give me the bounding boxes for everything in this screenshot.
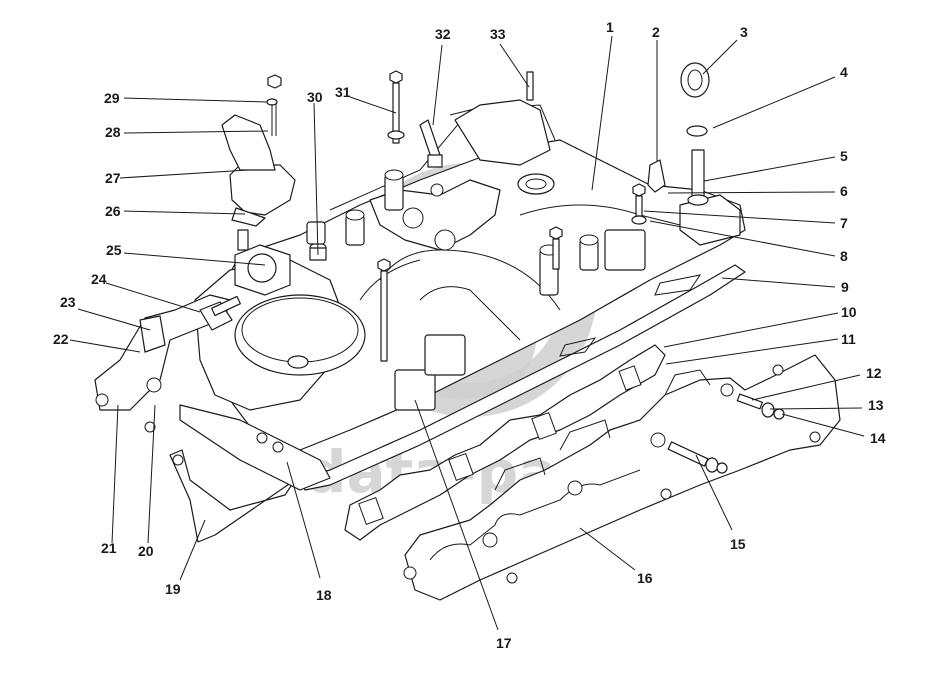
intake-manifold[interactable] xyxy=(214,99,746,451)
callout-3[interactable]: 3 xyxy=(740,24,748,40)
callout-33[interactable]: 33 xyxy=(490,26,506,42)
callout-14[interactable]: 14 xyxy=(870,430,886,446)
callout-2[interactable]: 2 xyxy=(652,24,660,40)
thermostat-assembly[interactable] xyxy=(221,74,296,296)
callout-30[interactable]: 30 xyxy=(307,89,323,105)
outlet-gasket xyxy=(231,207,266,227)
callout-12[interactable]: 12 xyxy=(866,365,882,381)
callout-28[interactable]: 28 xyxy=(105,124,121,140)
callout-27[interactable]: 27 xyxy=(105,170,121,186)
callout-labels: 1 2 3 4 5 6 7 8 9 10 11 12 13 14 15 16 1… xyxy=(53,19,886,651)
water-outlet-elbow xyxy=(229,164,296,216)
manifold-base-plate[interactable] xyxy=(179,404,331,491)
callout-8[interactable]: 8 xyxy=(840,248,848,264)
callout-4[interactable]: 4 xyxy=(840,64,848,80)
intake-gasket[interactable] xyxy=(299,264,746,491)
callout-7[interactable]: 7 xyxy=(840,215,848,231)
fasteners xyxy=(211,62,785,474)
leader-lines xyxy=(69,35,865,631)
callout-13[interactable]: 13 xyxy=(868,397,884,413)
callout-17[interactable]: 17 xyxy=(496,635,512,651)
callout-15[interactable]: 15 xyxy=(730,536,746,552)
bypass-pipe-assembly[interactable] xyxy=(94,294,233,433)
exhaust-manifold[interactable] xyxy=(403,354,841,601)
callout-10[interactable]: 10 xyxy=(841,304,857,320)
callout-26[interactable]: 26 xyxy=(105,203,121,219)
callout-11[interactable]: 11 xyxy=(841,331,856,347)
callout-29[interactable]: 29 xyxy=(104,90,120,106)
callout-22[interactable]: 22 xyxy=(53,331,69,347)
heat-shield[interactable] xyxy=(169,449,296,543)
callout-31[interactable]: 31 xyxy=(335,84,351,100)
callout-32[interactable]: 32 xyxy=(435,26,451,42)
nut-29 xyxy=(267,74,282,89)
callout-9[interactable]: 9 xyxy=(841,279,849,295)
callout-16[interactable]: 16 xyxy=(637,570,653,586)
callout-1[interactable]: 1 xyxy=(606,19,614,35)
exhaust-gasket[interactable] xyxy=(344,344,666,541)
callout-25[interactable]: 25 xyxy=(106,242,122,258)
callout-24[interactable]: 24 xyxy=(91,271,107,287)
callout-21[interactable]: 21 xyxy=(101,540,117,556)
callout-5[interactable]: 5 xyxy=(840,148,848,164)
callout-20[interactable]: 20 xyxy=(138,543,154,559)
callout-23[interactable]: 23 xyxy=(60,294,76,310)
callout-19[interactable]: 19 xyxy=(165,581,181,597)
callout-6[interactable]: 6 xyxy=(840,183,848,199)
callout-18[interactable]: 18 xyxy=(316,587,332,603)
